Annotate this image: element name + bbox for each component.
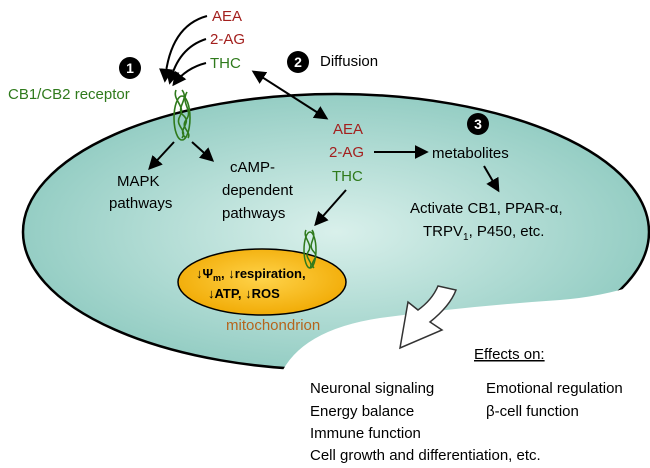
metabolites-label: metabolites <box>432 145 509 162</box>
effect-cell-growth: Cell growth and differentiation, etc. <box>310 447 541 464</box>
extra-ligand-2ag: 2-AG <box>210 31 245 48</box>
effects-arrow <box>399 285 458 350</box>
step-3-badge <box>467 113 489 135</box>
activate-subscript: 1 <box>463 232 469 243</box>
step-1-badge <box>119 57 141 79</box>
mito-receptor-icon <box>303 229 317 269</box>
mito-respiration: , ↓respiration, <box>221 266 306 281</box>
intra-ligand-thc: THC <box>332 168 363 185</box>
intra-ligand-2ag: 2-AG <box>329 144 364 161</box>
camp-line-3: pathways <box>222 205 285 222</box>
activate-rest: , P450, etc. <box>469 223 545 240</box>
mito-line-2: ↓ATP, ↓ROS <box>208 286 280 301</box>
effect-energy: Energy balance <box>310 403 414 420</box>
diffusion-arrow <box>251 70 329 120</box>
arrow-to-mapk <box>148 141 175 171</box>
extra-ligand-thc: THC <box>210 55 241 72</box>
effect-beta-cell: β-cell function <box>486 403 579 420</box>
step-1-number: 1 <box>126 60 134 76</box>
activate-trpv: TRPV <box>423 223 463 240</box>
effects-region <box>280 280 650 468</box>
effects-title: Effects on: <box>474 346 545 363</box>
ligand-binding-curves <box>159 15 208 87</box>
effect-neuronal: Neuronal signaling <box>310 380 434 397</box>
activate-line-1: Activate CB1, PPAR-α, <box>410 200 563 217</box>
effect-emotional: Emotional regulation <box>486 380 623 397</box>
mitochondrion-label: mitochondrion <box>226 317 320 334</box>
camp-line-1: cAMP- <box>230 159 275 176</box>
step-2-badge <box>287 51 309 73</box>
camp-line-2: dependent <box>222 182 294 199</box>
step-3-number: 3 <box>474 116 482 132</box>
mito-line-1: ↓Ψm, ↓respiration, <box>196 266 306 283</box>
cb-receptor-icon <box>173 89 191 141</box>
diffusion-label: Diffusion <box>320 53 378 70</box>
activate-line-2: TRPV1, P450, etc. <box>423 223 544 243</box>
intra-ligand-aea: AEA <box>333 121 363 138</box>
mapk-line-2: pathways <box>109 195 172 212</box>
mapk-line-1: MAPK <box>117 173 160 190</box>
arrow-to-camp <box>191 141 215 162</box>
receptor-label: CB1/CB2 receptor <box>8 86 130 103</box>
mitochondrion <box>177 248 347 316</box>
mito-psi-subscript: m <box>213 273 221 283</box>
arrow-to-activate <box>483 165 500 193</box>
arrow-to-mito-receptor <box>314 189 347 227</box>
extra-ligand-aea: AEA <box>212 8 242 25</box>
effect-immune: Immune function <box>310 425 421 442</box>
mito-psi: ↓Ψ <box>196 266 213 281</box>
step-2-number: 2 <box>294 54 302 70</box>
